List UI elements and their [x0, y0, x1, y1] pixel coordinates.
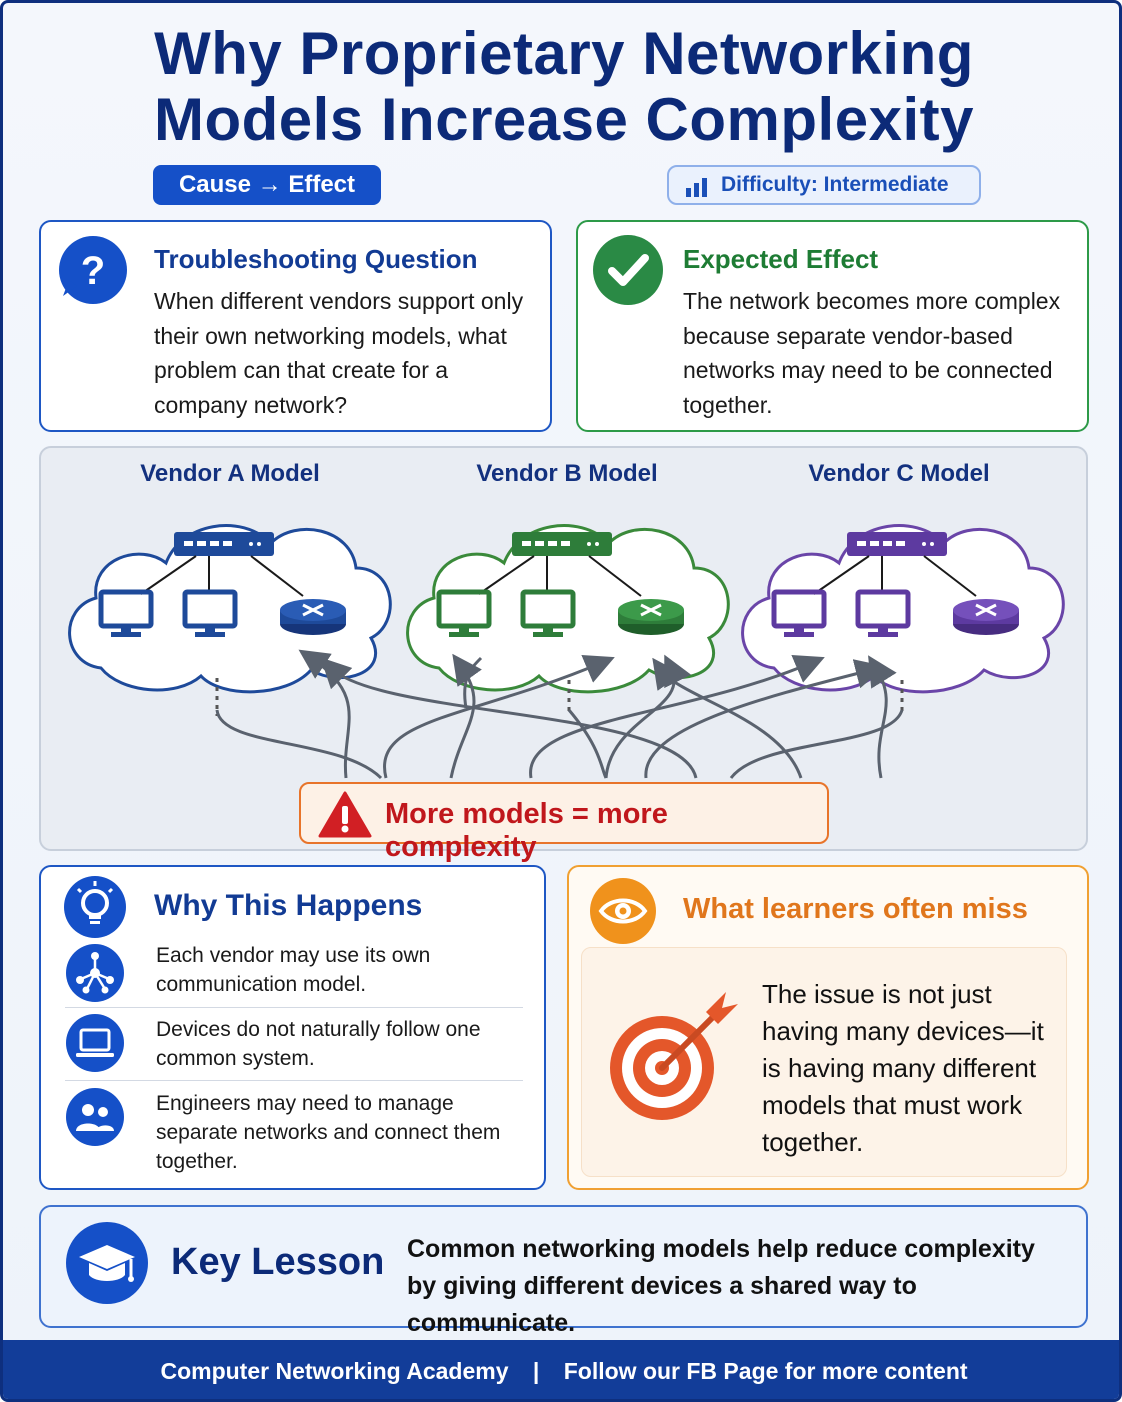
- why-item-3: Engineers may need to manage separate ne…: [156, 1092, 501, 1173]
- question-card: ? Troubleshooting Question When differen…: [39, 220, 552, 432]
- svg-text:?: ?: [81, 249, 105, 293]
- why-heading: Why This Happens: [154, 889, 423, 922]
- vendor-diagram: Vendor A Model Vendor B Model Vendor C M…: [39, 446, 1088, 851]
- footer-cta: Follow our FB Page for more content: [563, 1358, 968, 1384]
- divider: [65, 1007, 523, 1008]
- vendor-c-label: Vendor C Model: [808, 460, 990, 487]
- effect-heading: Expected Effect: [683, 244, 879, 274]
- difficulty-label: Difficulty: Intermediate: [721, 173, 949, 196]
- difficulty-badge: Difficulty: Intermediate: [667, 165, 981, 205]
- key-lesson-card: Key Lesson Common networking models help…: [39, 1205, 1088, 1337]
- warning-triangle-icon: [318, 791, 372, 838]
- vendor-a-label: Vendor A Model: [140, 460, 320, 487]
- network-nodes-icon: [65, 943, 125, 1003]
- divider: [65, 1080, 523, 1081]
- why-item-1: Each vendor may use its own communicatio…: [156, 944, 431, 996]
- eye-icon: [589, 877, 657, 945]
- complexity-warning-banner: More models = more complexity: [299, 782, 829, 863]
- laptop-icon: [65, 1013, 125, 1073]
- why-card: Why This Happens Each vendor may use its…: [39, 865, 546, 1190]
- vendor-a-cloud: [68, 524, 392, 694]
- vendor-b-label: Vendor B Model: [476, 460, 658, 487]
- miss-body: The issue is not just having many device…: [762, 979, 1044, 1157]
- footer-bar: Computer Networking Academy | Follow our…: [3, 1340, 1119, 1399]
- question-body: When different vendors support only thei…: [154, 288, 524, 418]
- cause-effect-badge: Cause → Effect: [153, 165, 381, 205]
- question-chat-icon: ?: [55, 234, 131, 310]
- miss-content-box: The issue is not just having many device…: [581, 947, 1067, 1177]
- lightbulb-icon: [63, 875, 127, 939]
- miss-heading: What learners often miss: [683, 893, 1028, 925]
- footer-separator: |: [532, 1358, 540, 1384]
- why-item-2: Devices do not naturally follow one comm…: [156, 1018, 481, 1070]
- vendor-b-cloud: [406, 524, 730, 694]
- bar-chart-icon: [686, 178, 707, 197]
- vendor-clouds-graphic: [68, 524, 1065, 780]
- question-heading: Troubleshooting Question: [154, 244, 478, 274]
- graduation-cap-icon: [65, 1221, 149, 1305]
- vendor-c-cloud: [741, 524, 1065, 694]
- learners-miss-card: What learners often miss The issue is no…: [567, 865, 1089, 1190]
- warning-text: More models = more complexity: [385, 798, 668, 863]
- tangled-connections: [215, 649, 904, 780]
- page-title: Why Proprietary Networking Models Increa…: [154, 20, 974, 153]
- key-lesson-heading: Key Lesson: [171, 1241, 385, 1283]
- checkmark-icon: [592, 234, 664, 306]
- key-lesson-body: Common networking models help reduce com…: [407, 1235, 1035, 1337]
- effect-body: The network becomes more complex because…: [683, 288, 1061, 418]
- target-icon: [610, 992, 738, 1120]
- people-icon: [65, 1087, 125, 1147]
- effect-card: Expected Effect The network becomes more…: [576, 220, 1089, 432]
- footer-brand: Computer Networking Academy: [160, 1358, 509, 1384]
